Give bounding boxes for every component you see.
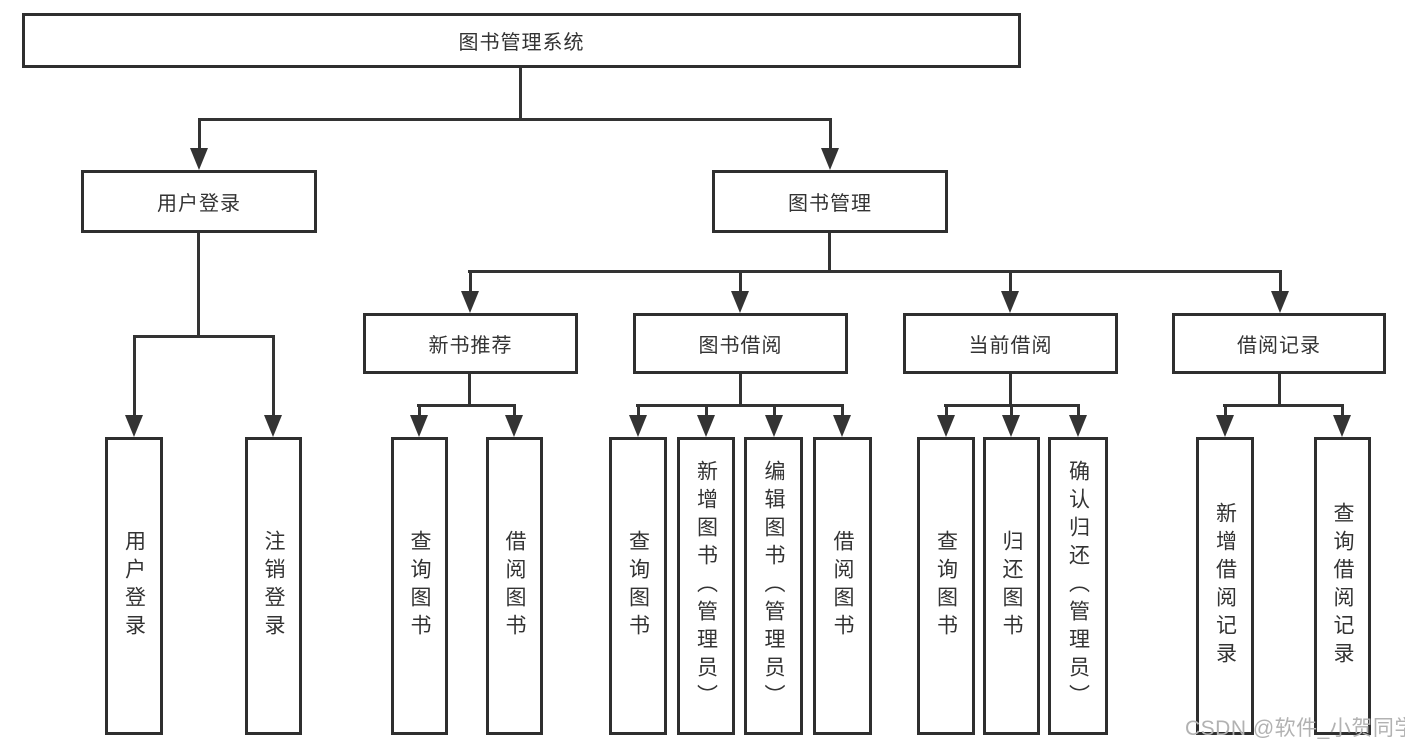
node-new-book-recommendation: 新书推荐 bbox=[363, 313, 578, 374]
node-label: 新增图书（管理员） bbox=[694, 460, 718, 712]
node-confirm-return-admin: 确认归还（管理员） bbox=[1048, 437, 1108, 735]
connector-line bbox=[1278, 374, 1281, 407]
node-label: 新增借阅记录 bbox=[1213, 502, 1237, 670]
connector-line bbox=[468, 270, 1281, 273]
node-label: 借阅记录 bbox=[1237, 335, 1321, 357]
arrowhead-down-icon bbox=[1001, 291, 1019, 313]
node-label: 查询图书 bbox=[626, 530, 650, 642]
connector-line bbox=[636, 404, 844, 407]
connector-line bbox=[1223, 404, 1344, 407]
arrowhead-down-icon bbox=[697, 415, 715, 437]
node-borrowing-records: 借阅记录 bbox=[1172, 313, 1386, 374]
node-user-login: 用户登录 bbox=[81, 170, 317, 233]
connector-line bbox=[418, 404, 421, 417]
connector-line bbox=[637, 404, 640, 417]
node-label: 新书推荐 bbox=[428, 335, 513, 357]
connector-line bbox=[705, 404, 708, 417]
node-user-login-action: 用户登录 bbox=[105, 437, 163, 735]
connector-line bbox=[1279, 270, 1282, 293]
arrowhead-down-icon bbox=[731, 291, 749, 313]
connector-line bbox=[739, 374, 742, 407]
node-label: 归还图书 bbox=[1000, 530, 1023, 642]
arrowhead-down-icon bbox=[1271, 291, 1289, 313]
arrowhead-down-icon bbox=[1333, 415, 1351, 437]
arrowhead-down-icon bbox=[461, 291, 479, 313]
arrowhead-down-icon bbox=[765, 415, 783, 437]
connector-line bbox=[198, 118, 201, 150]
connector-line bbox=[828, 233, 831, 273]
node-add-books-admin: 新增图书（管理员） bbox=[677, 437, 735, 735]
connector-line bbox=[468, 374, 471, 407]
connector-line bbox=[513, 404, 516, 417]
node-label: 借阅图书 bbox=[831, 530, 854, 642]
node-current-borrowing: 当前借阅 bbox=[903, 313, 1118, 374]
connector-line bbox=[1009, 374, 1012, 407]
connector-line bbox=[197, 233, 200, 338]
connector-line bbox=[1077, 404, 1080, 417]
connector-line bbox=[133, 335, 275, 338]
node-query-books-recommend: 查询图书 bbox=[391, 437, 448, 735]
connector-line bbox=[773, 404, 776, 417]
connector-line bbox=[198, 118, 831, 121]
node-library-management-system: 图书管理系统 bbox=[22, 13, 1021, 68]
node-label: 查询图书 bbox=[934, 530, 958, 642]
node-book-borrowing: 图书借阅 bbox=[633, 313, 848, 374]
node-label: 注销登录 bbox=[262, 530, 285, 642]
arrowhead-down-icon bbox=[505, 415, 523, 437]
connector-line bbox=[1341, 404, 1344, 417]
arrowhead-down-icon bbox=[264, 415, 282, 437]
node-label: 查询借阅记录 bbox=[1331, 502, 1354, 670]
connector-line bbox=[272, 335, 275, 417]
connector-line bbox=[841, 404, 844, 417]
node-label: 图书管理 bbox=[788, 193, 872, 215]
node-query-books-borrow: 查询图书 bbox=[609, 437, 667, 735]
arrowhead-down-icon bbox=[1002, 415, 1020, 437]
connector-line bbox=[469, 270, 472, 293]
node-label: 用户登录 bbox=[157, 193, 241, 215]
node-label: 查询图书 bbox=[408, 530, 431, 642]
node-label: 当前借阅 bbox=[968, 335, 1053, 357]
node-edit-books-admin: 编辑图书（管理员） bbox=[744, 437, 803, 735]
connector-line bbox=[417, 404, 516, 407]
node-label: 图书借阅 bbox=[698, 335, 783, 357]
node-query-borrow-record: 查询借阅记录 bbox=[1314, 437, 1371, 735]
connector-line bbox=[519, 68, 522, 121]
node-query-books-current: 查询图书 bbox=[917, 437, 975, 735]
node-return-books: 归还图书 bbox=[983, 437, 1040, 735]
connector-line bbox=[829, 118, 832, 150]
node-label: 用户登录 bbox=[122, 530, 146, 642]
node-label: 借阅图书 bbox=[503, 530, 526, 642]
connector-line bbox=[945, 404, 948, 417]
watermark: CSDN @软件_小贺同学 bbox=[1185, 717, 1405, 740]
arrowhead-down-icon bbox=[821, 148, 839, 170]
node-label: 确认归还（管理员） bbox=[1066, 460, 1090, 712]
arrowhead-down-icon bbox=[1069, 415, 1087, 437]
connector-line bbox=[1224, 404, 1227, 417]
arrowhead-down-icon bbox=[190, 148, 208, 170]
arrowhead-down-icon bbox=[125, 415, 143, 437]
node-add-borrow-record: 新增借阅记录 bbox=[1196, 437, 1254, 735]
arrowhead-down-icon bbox=[1216, 415, 1234, 437]
connector-line bbox=[739, 270, 742, 293]
node-borrow-books-recommend: 借阅图书 bbox=[486, 437, 543, 735]
arrowhead-down-icon bbox=[833, 415, 851, 437]
node-label: 图书管理系统 bbox=[458, 32, 585, 54]
arrowhead-down-icon bbox=[629, 415, 647, 437]
node-logout-action: 注销登录 bbox=[245, 437, 302, 735]
node-book-management: 图书管理 bbox=[712, 170, 948, 233]
connector-line bbox=[133, 335, 136, 417]
arrowhead-down-icon bbox=[937, 415, 955, 437]
connector-line bbox=[1009, 270, 1012, 293]
node-label: 编辑图书（管理员） bbox=[762, 460, 785, 712]
arrowhead-down-icon bbox=[410, 415, 428, 437]
connector-line bbox=[1010, 404, 1013, 417]
node-borrow-books-borrow: 借阅图书 bbox=[813, 437, 872, 735]
